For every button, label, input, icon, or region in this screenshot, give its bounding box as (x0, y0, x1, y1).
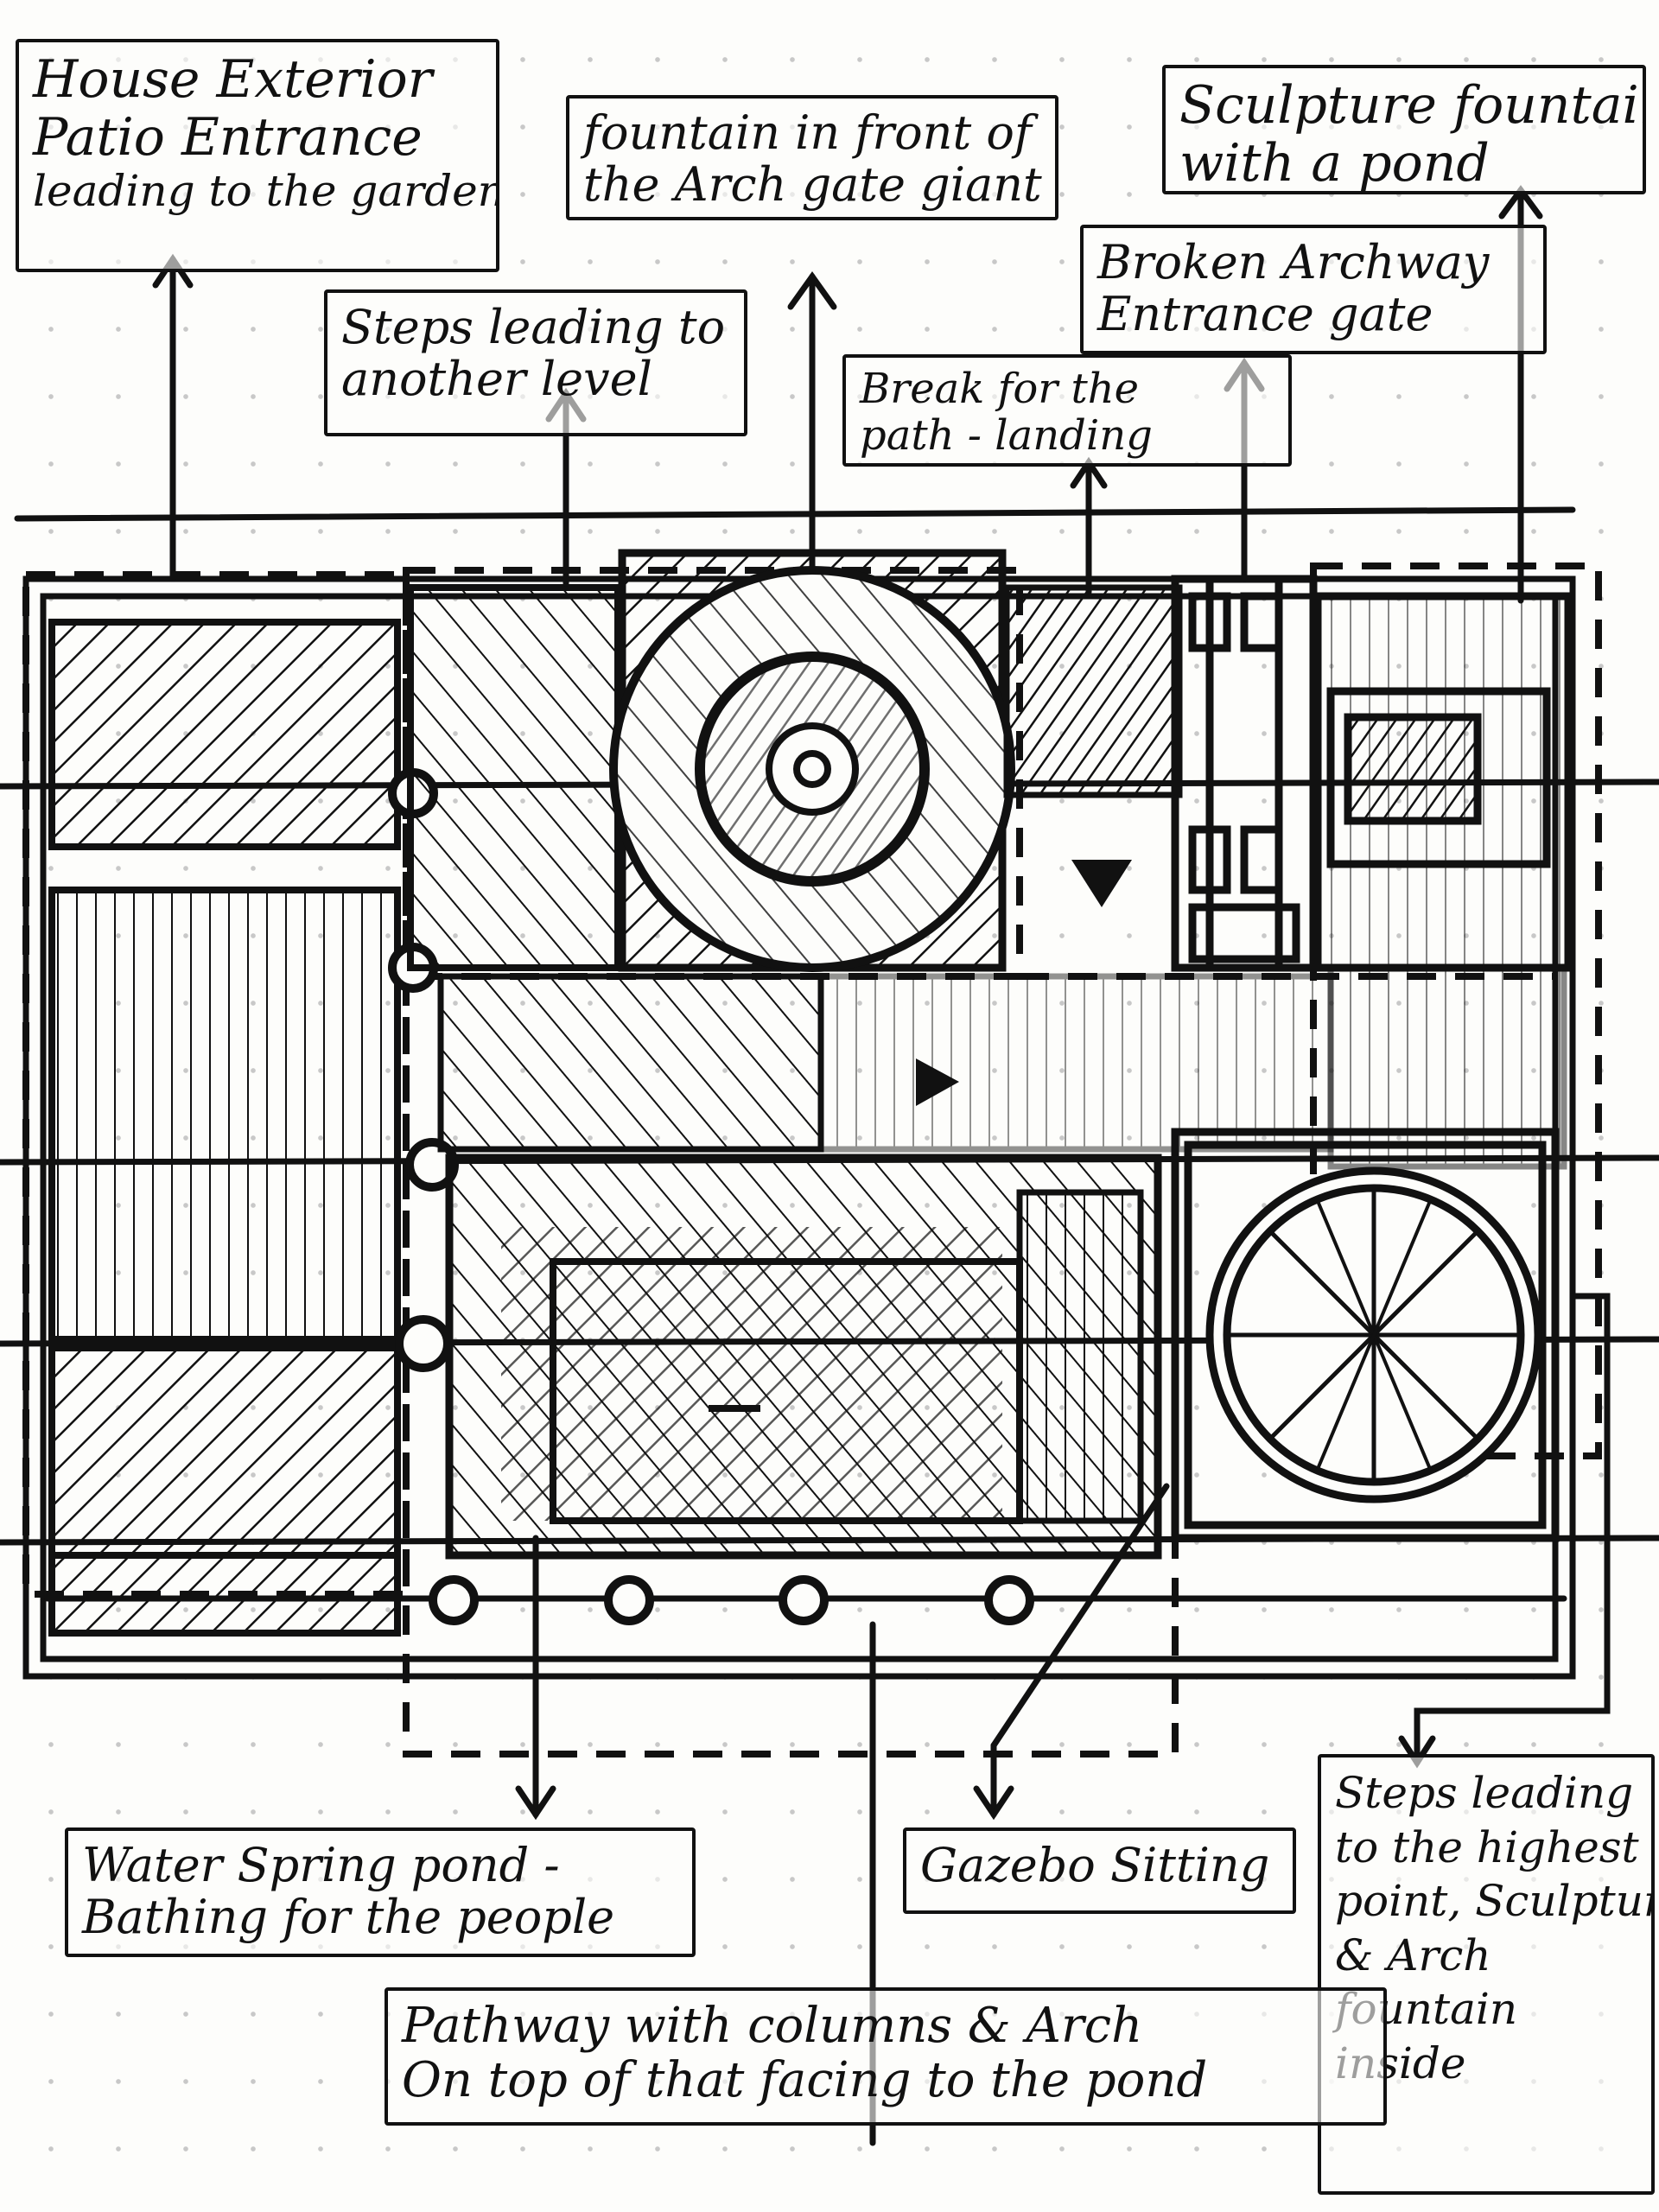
label-fountain-arch-line2: the Arch gate giant (583, 157, 1042, 213)
label-fountain-arch-line1: fountain in front of (583, 105, 1032, 160)
water-spring-pond (445, 1154, 1162, 1560)
label-house-exterior-line2: Patio Entrance (33, 107, 423, 168)
label-broken-archway-line1: Broken Archway (1097, 235, 1490, 289)
label-pathway: Pathway with columns & Arch On top of th… (385, 1987, 1387, 2126)
label-broken-archway-line2: Entrance gate (1097, 287, 1433, 342)
path-landing (1003, 584, 1183, 798)
label-steps-highest-line4: & Arch (1335, 1929, 1491, 1980)
label-steps-highest-line1: Steps leading (1335, 1768, 1634, 1818)
label-water-spring-line1: Water Spring pond - (82, 1838, 560, 1892)
label-pathway-line2: On top of that facing to the pond (402, 2051, 1208, 2108)
sculpture-fountain-pond (1313, 592, 1573, 972)
steps-another-level (407, 584, 621, 971)
label-break-path: Break for the path - landing (842, 354, 1292, 467)
label-pathway-line1: Pathway with columns & Arch (402, 1998, 1143, 2054)
label-steps-level-line1: Steps leading to (341, 300, 726, 354)
label-water-spring-line2: Bathing for the people (82, 1890, 615, 1945)
label-house-exterior: House Exterior Patio Entrance leading to… (16, 39, 499, 272)
landing-arrow-right-icon (916, 1058, 959, 1106)
label-break-path-line2: path - landing (860, 410, 1153, 460)
label-house-exterior-line1: House Exterior (33, 49, 433, 110)
house-patio-area (48, 619, 401, 1637)
label-steps-level: Steps leading to another level (324, 289, 747, 436)
label-water-spring: Water Spring pond - Bathing for the peop… (65, 1827, 696, 1957)
label-gazebo-line1: Gazebo Sitting (920, 1838, 1270, 1892)
broken-archway-gate (1171, 575, 1318, 972)
label-sculpture-fountain: Sculpture fountain with a pond (1162, 65, 1646, 194)
gazebo-fountain (1171, 1128, 1560, 1542)
label-gazebo: Gazebo Sitting (903, 1827, 1296, 1914)
label-steps-level-line2: another level (341, 352, 652, 407)
label-fountain-arch: fountain in front of the Arch gate giant (566, 95, 1058, 220)
label-steps-highest-line2: to the highest (1335, 1821, 1639, 1872)
path-arrow-down-icon (1071, 860, 1132, 907)
center-landing (437, 964, 1567, 1170)
label-steps-highest: Steps leading to the highest point, Scul… (1318, 1754, 1655, 2195)
label-house-exterior-line3: leading to the garden (33, 166, 499, 217)
label-break-path-line1: Break for the (860, 365, 1140, 413)
arch-gate-fountain (609, 549, 1015, 972)
label-sculpture-fountain-line2: with a pond (1179, 133, 1490, 194)
label-steps-highest-line3: point, Sculpture (1335, 1876, 1655, 1926)
label-broken-archway: Broken Archway Entrance gate (1080, 225, 1547, 354)
label-sculpture-fountain-line1: Sculpture fountain (1179, 75, 1646, 136)
